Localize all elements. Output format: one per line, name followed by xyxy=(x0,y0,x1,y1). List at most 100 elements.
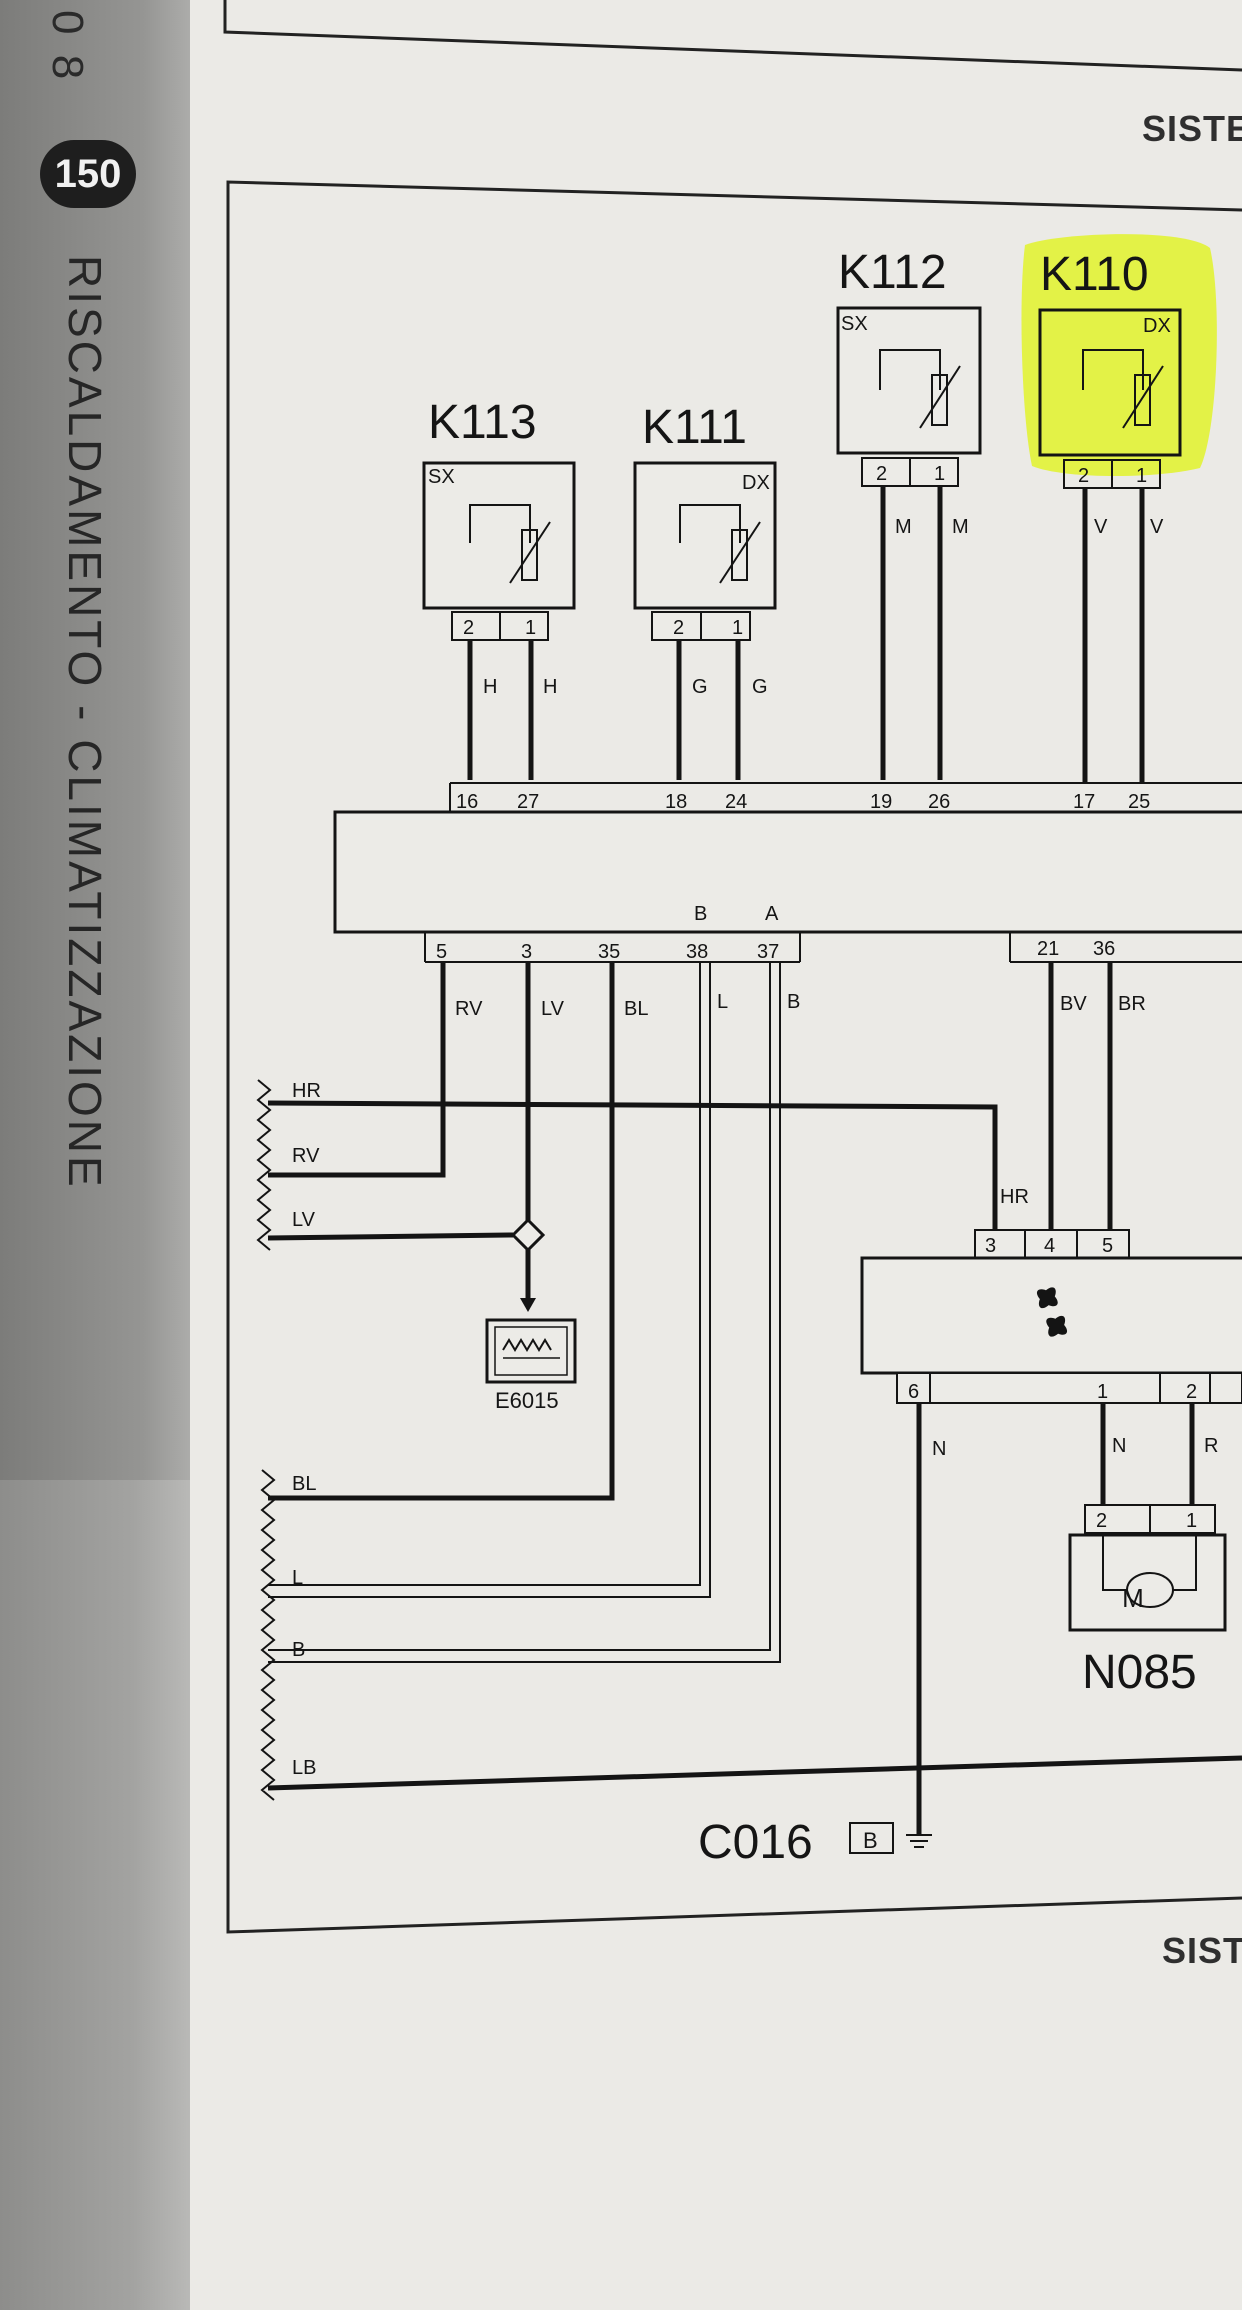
fan-wire-n-ground: N xyxy=(932,1438,946,1460)
harness-break-bottom xyxy=(260,1469,276,1801)
cu-pin-27: 27 xyxy=(517,791,539,813)
k111-pin-1: 1 xyxy=(732,617,743,639)
upper-frame xyxy=(223,0,1242,72)
wire-lb xyxy=(267,1755,1242,1791)
cu-pin-35: 35 xyxy=(598,941,620,963)
e6015-heater xyxy=(485,1318,577,1384)
fan-pin-5: 5 xyxy=(1102,1235,1113,1257)
chapter-strip xyxy=(0,0,190,1480)
k113-pin-2: 2 xyxy=(463,617,474,639)
wire-rv xyxy=(268,962,446,1178)
fan-wire-hr: HR xyxy=(1000,1186,1029,1208)
cu-pin-5: 5 xyxy=(436,941,447,963)
k111-pin-2: 2 xyxy=(673,617,684,639)
harness-l: L xyxy=(292,1567,303,1589)
fan-pin-3: 3 xyxy=(985,1235,996,1257)
n085-title: N085 xyxy=(1082,1646,1197,1699)
cu-pin-26: 26 xyxy=(928,791,950,813)
k113-sensor xyxy=(422,461,576,780)
fan-icon xyxy=(1036,1287,1068,1337)
motor-m-icon: M xyxy=(1122,1583,1144,1613)
fan-wire-r-motor: R xyxy=(1204,1435,1218,1457)
cu-pin-37: 37 xyxy=(757,941,779,963)
cu-pin-18: 18 xyxy=(665,791,687,813)
cu-pin-17: 17 xyxy=(1073,791,1095,813)
wire-l2 xyxy=(268,962,711,1598)
wire-b2 xyxy=(268,962,781,1663)
k112-title: K112 xyxy=(838,246,947,299)
fan-pin-6: 6 xyxy=(908,1381,919,1403)
wire-b1 xyxy=(268,962,771,1651)
harness-lv: LV xyxy=(292,1209,316,1231)
fan-pin-4: 4 xyxy=(1044,1235,1055,1257)
cu-wire-lv: LV xyxy=(541,998,565,1020)
k111-sensor xyxy=(633,461,777,780)
fan-pin-1: 1 xyxy=(1097,1381,1108,1403)
k112-pin-2: 2 xyxy=(876,463,887,485)
cu-wire-l: L xyxy=(717,991,728,1013)
cu-pin-36: 36 xyxy=(1093,938,1115,960)
k113-wire-1: H xyxy=(543,676,557,698)
cu-wire-bv: BV xyxy=(1060,993,1087,1015)
fan-wire-n-motor: N xyxy=(1112,1435,1126,1457)
cu-inner-a: A xyxy=(765,903,779,925)
cu-inner-b: B xyxy=(694,903,707,925)
cu-wire-br: BR xyxy=(1118,993,1146,1015)
c016-badge: B xyxy=(863,1828,878,1853)
section-header-top: SISTE xyxy=(1142,108,1242,149)
c016-title: C016 xyxy=(698,1816,813,1869)
k111-wire-1: G xyxy=(752,676,768,698)
fan-pin-2: 2 xyxy=(1186,1381,1197,1403)
k112-sensor xyxy=(836,306,982,780)
harness-hr: HR xyxy=(292,1080,321,1102)
harness-rv: RV xyxy=(292,1145,320,1167)
harness-break-top xyxy=(256,1079,272,1251)
k111-wire-2: G xyxy=(692,676,708,698)
harness-lb: LB xyxy=(292,1757,316,1779)
cu-wire-b: B xyxy=(787,991,800,1013)
wire-hr xyxy=(267,1100,998,1230)
cu-pin-16: 16 xyxy=(456,791,478,813)
cu-wire-rv: RV xyxy=(455,998,483,1020)
k110-pin-1: 1 xyxy=(1136,465,1147,487)
k113-pin-1: 1 xyxy=(525,617,536,639)
k110-title: K110 xyxy=(1040,248,1149,301)
e6015-label: E6015 xyxy=(495,1388,559,1413)
k110-wire-1: V xyxy=(1150,516,1164,538)
k110-wire-2: V xyxy=(1094,516,1108,538)
wire-l1 xyxy=(268,962,701,1586)
k110-sensor xyxy=(1021,234,1217,783)
fan-module xyxy=(860,1229,1242,1404)
cu-pin-38: 38 xyxy=(686,941,708,963)
diagram-frame xyxy=(226,180,1242,1934)
k112-pin-1: 1 xyxy=(934,463,945,485)
control-unit xyxy=(333,782,1242,963)
k112-side: SX xyxy=(841,313,868,335)
k110-pin-2: 2 xyxy=(1078,465,1089,487)
n085-pin-1: 1 xyxy=(1186,1510,1197,1532)
cu-pin-25: 25 xyxy=(1128,791,1150,813)
k113-side: SX xyxy=(428,466,455,488)
harness-bl: BL xyxy=(292,1473,316,1495)
cu-wire-bl: BL xyxy=(624,998,648,1020)
n085-motor xyxy=(1068,1504,1227,1632)
cu-pin-19: 19 xyxy=(870,791,892,813)
k113-title: K113 xyxy=(428,396,537,449)
wire-bl xyxy=(268,962,615,1501)
n085-pin-2: 2 xyxy=(1096,1510,1107,1532)
k112-wire-2: M xyxy=(895,516,912,538)
wire-lv-harness xyxy=(267,1232,514,1241)
k113-wire-2: H xyxy=(483,676,497,698)
cu-pin-3: 3 xyxy=(521,941,532,963)
page-number-badge: 150 xyxy=(40,140,136,208)
cu-pin-24: 24 xyxy=(725,791,747,813)
k111-side: DX xyxy=(742,472,770,494)
c016-badge-box xyxy=(849,1822,894,1854)
k112-wire-1: M xyxy=(952,516,969,538)
k110-side: DX xyxy=(1143,315,1171,337)
ground-symbol xyxy=(906,1834,932,1848)
section-header-bottom: SIST xyxy=(1162,1930,1242,1971)
k111-title: K111 xyxy=(642,401,747,454)
